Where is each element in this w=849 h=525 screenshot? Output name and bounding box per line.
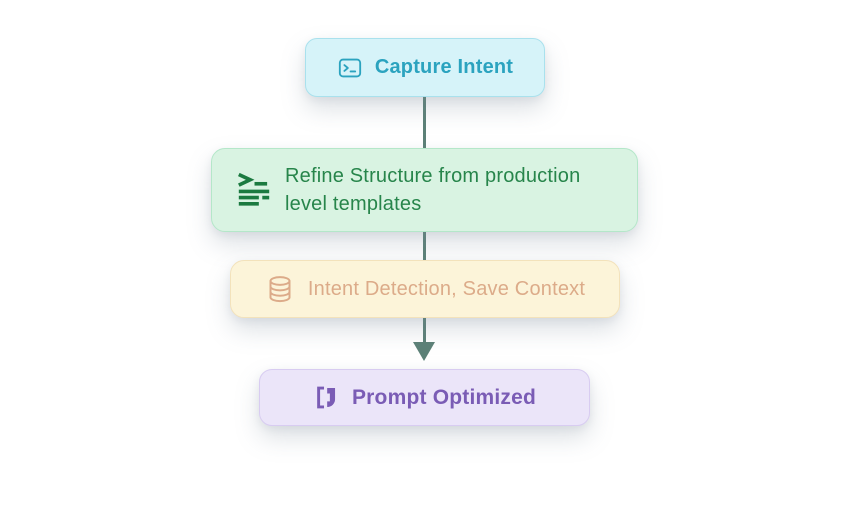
arrow-down-icon [413, 342, 435, 361]
terminal-icon [337, 55, 363, 81]
node-intent-detection: Intent Detection, Save Context [230, 260, 620, 318]
node-prompt-optimized: Prompt Optimized [259, 369, 590, 426]
database-icon [265, 274, 295, 304]
node-label: Prompt Optimized [351, 385, 537, 409]
node-label: Intent Detection, Save Context [307, 277, 586, 300]
node-capture-intent: Capture Intent [305, 38, 545, 97]
list-lines-icon [235, 171, 273, 209]
bracket-prompt-icon [313, 384, 340, 411]
node-label: Capture Intent [374, 56, 514, 78]
node-refine-structure: Refine Structure from production level t… [211, 148, 638, 232]
node-label: Refine Structure from production level t… [285, 165, 581, 215]
